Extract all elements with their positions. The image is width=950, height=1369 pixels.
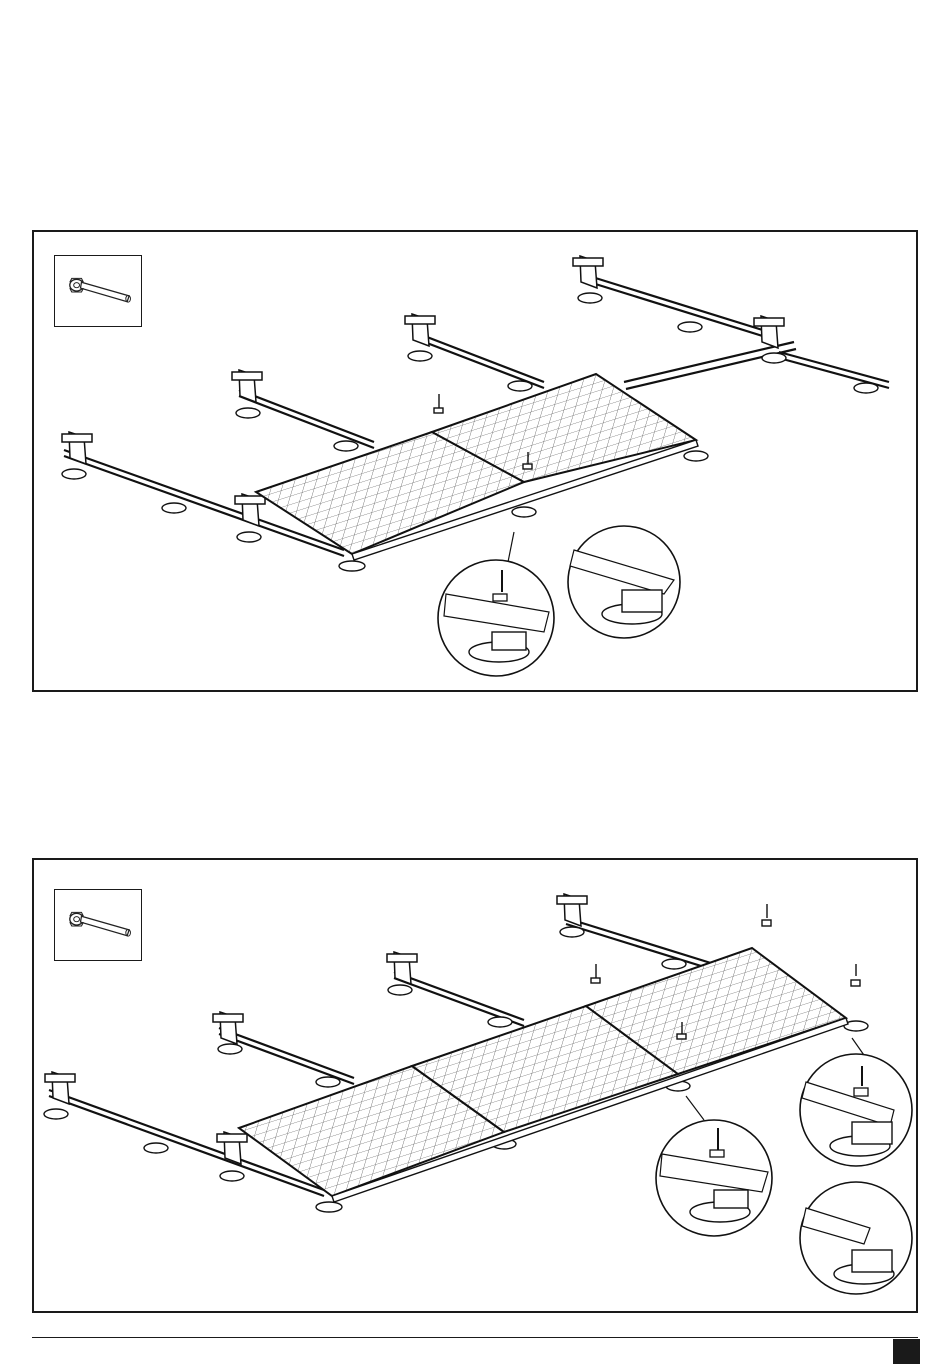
- detail-callout-mid-clamp: [438, 560, 554, 676]
- callout-leader-1: [686, 1096, 704, 1120]
- mounting-rail-row-2: [239, 390, 374, 448]
- detail-callout-end-clamp-top: [800, 1054, 912, 1166]
- footer-divider: [32, 1337, 918, 1338]
- detail-callout-end-clamp: [568, 526, 680, 638]
- step-2-drawing: [34, 860, 916, 1311]
- detail-callout-mid-clamp: [656, 1120, 772, 1236]
- mounting-rail-row-3: [414, 332, 544, 388]
- page-number-tab: [893, 1339, 920, 1364]
- mounting-rail-row-4: [589, 276, 889, 389]
- detail-callout-end-clamp-bottom: [800, 1182, 912, 1294]
- step-1-drawing: [34, 232, 916, 690]
- step-1-illustration-frame: [32, 230, 918, 692]
- step-2-illustration-frame: [32, 858, 918, 1313]
